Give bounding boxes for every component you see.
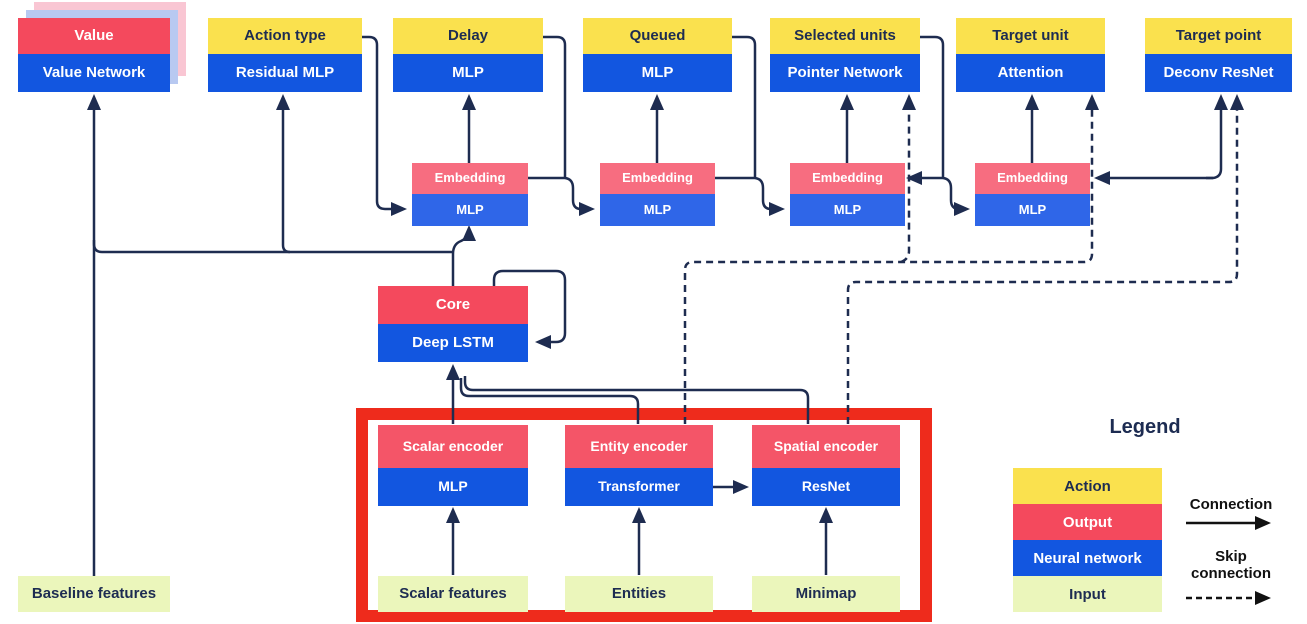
head-subtitle: MLP bbox=[583, 54, 732, 92]
encoder-block-spatial: Spatial encoder ResNet bbox=[752, 425, 900, 506]
legend-item-output: Output bbox=[1013, 504, 1162, 540]
embedding-subtitle: MLP bbox=[975, 194, 1090, 226]
legend-item-input: Input bbox=[1013, 576, 1162, 612]
input-scalar-features: Scalar features bbox=[378, 576, 528, 612]
connection-selectedunits-down bbox=[920, 35, 945, 178]
connection-core-to-embedding1 bbox=[451, 225, 476, 286]
core-subtitle: Deep LSTM bbox=[378, 324, 528, 362]
connection-lstm-to-residual-mlp bbox=[276, 94, 291, 254]
encoder-title: Spatial encoder bbox=[752, 425, 900, 468]
head-title: Target unit bbox=[956, 18, 1105, 54]
connection-queued-down bbox=[732, 35, 757, 178]
head-block-queued: Queued MLP bbox=[583, 18, 732, 92]
skip-spatial-to-deconv bbox=[846, 94, 1244, 424]
encoder-subtitle: MLP bbox=[378, 468, 528, 506]
head-title: Delay bbox=[393, 18, 543, 54]
head-block-target-unit: Target unit Attention bbox=[956, 18, 1105, 92]
head-block-delay: Delay MLP bbox=[393, 18, 543, 92]
input-entities: Entities bbox=[565, 576, 713, 612]
head-subtitle: Value Network bbox=[18, 54, 170, 92]
embedding-block-4: Embedding MLP bbox=[975, 163, 1090, 226]
connection-to-deconv-resnet bbox=[1206, 94, 1228, 180]
connection-lstm-output-left bbox=[92, 240, 453, 254]
legend-skip-connection-label: Skip connection bbox=[1190, 548, 1271, 582]
legend-item-neural-network: Neural network bbox=[1013, 540, 1162, 576]
legend-connection-label: Connection bbox=[1189, 496, 1273, 513]
embedding-title: Embedding bbox=[600, 163, 715, 194]
head-subtitle: MLP bbox=[393, 54, 543, 92]
head-block-selected-units: Selected units Pointer Network bbox=[770, 18, 920, 92]
connection-to-embedding4-left bbox=[942, 176, 970, 216]
head-subtitle: Pointer Network bbox=[770, 54, 920, 92]
connection-embedding1-to-embedding2 bbox=[528, 176, 595, 216]
input-baseline-features: Baseline features bbox=[18, 576, 170, 612]
connection-embedding2-to-embedding3 bbox=[715, 176, 785, 216]
skip-entity-to-attention bbox=[683, 94, 1099, 424]
embedding-subtitle: MLP bbox=[600, 194, 715, 226]
encoder-subtitle: Transformer bbox=[565, 468, 713, 506]
embedding-block-1: Embedding MLP bbox=[412, 163, 528, 226]
head-title: Selected units bbox=[770, 18, 920, 54]
head-title: Value bbox=[18, 18, 170, 54]
encoder-subtitle: ResNet bbox=[752, 468, 900, 506]
head-subtitle: Deconv ResNet bbox=[1145, 54, 1292, 92]
embedding-block-2: Embedding MLP bbox=[600, 163, 715, 226]
core-title: Core bbox=[378, 286, 528, 324]
embedding-subtitle: MLP bbox=[412, 194, 528, 226]
input-minimap: Minimap bbox=[752, 576, 900, 612]
encoder-title: Entity encoder bbox=[565, 425, 713, 468]
head-block-value: Value Value Network bbox=[18, 18, 170, 92]
head-title: Action type bbox=[208, 18, 362, 54]
head-block-target-point: Target point Deconv ResNet bbox=[1145, 18, 1292, 92]
embedding-title: Embedding bbox=[790, 163, 905, 194]
legend-title: Legend bbox=[1109, 416, 1181, 438]
legend-color-key: Action Output Neural network Input bbox=[1013, 468, 1162, 612]
encoder-title: Scalar encoder bbox=[378, 425, 528, 468]
core-block: Core Deep LSTM bbox=[378, 286, 528, 362]
embedding-title: Embedding bbox=[412, 163, 528, 194]
head-subtitle: Attention bbox=[956, 54, 1105, 92]
encoder-block-scalar: Scalar encoder MLP bbox=[378, 425, 528, 506]
embedding-title: Embedding bbox=[975, 163, 1090, 194]
head-title: Target point bbox=[1145, 18, 1292, 54]
connection-delay-down bbox=[543, 35, 567, 178]
head-title: Queued bbox=[583, 18, 732, 54]
embedding-subtitle: MLP bbox=[790, 194, 905, 226]
legend-item-action: Action bbox=[1013, 468, 1162, 504]
encoder-block-entity: Entity encoder Transformer bbox=[565, 425, 713, 506]
head-block-action-type: Action type Residual MLP bbox=[208, 18, 362, 92]
embedding-block-3: Embedding MLP bbox=[790, 163, 905, 226]
head-subtitle: Residual MLP bbox=[208, 54, 362, 92]
